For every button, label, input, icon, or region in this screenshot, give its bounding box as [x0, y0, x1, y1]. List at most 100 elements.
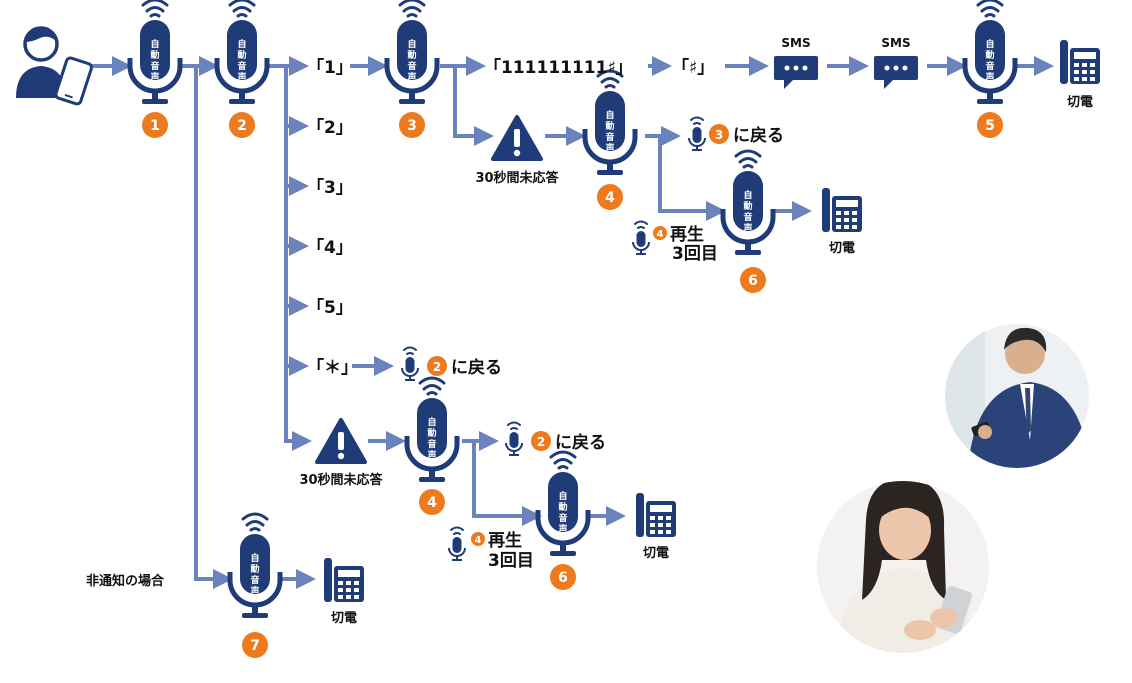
sms-label: SMS	[881, 36, 910, 50]
svg-text:声: 声	[426, 449, 436, 461]
svg-text:音: 音	[605, 131, 614, 143]
person-photo-man	[945, 324, 1089, 468]
svg-text:声: 声	[406, 71, 416, 83]
mic-node-6-lower: 自 動 音 声 6	[538, 452, 588, 590]
hangup-label: 切電	[331, 611, 357, 626]
key-1-label: 「1」	[307, 57, 353, 78]
hash-key-label: 「♯」	[672, 57, 714, 78]
return-label: に戻る	[555, 432, 606, 453]
svg-text:動: 動	[985, 49, 994, 61]
no-answer-node-upper: 30秒間未応答	[475, 115, 560, 186]
mic-node-4-lower: 自 動 音 声 4	[407, 378, 457, 515]
svg-text:音: 音	[150, 60, 159, 72]
svg-text:動: 動	[250, 563, 259, 575]
sms-node-2: SMS	[874, 36, 918, 89]
small-mic-icon	[632, 220, 650, 256]
sms-node-1: SMS	[774, 36, 818, 89]
mic-node-3: 自 動 音 声 3	[387, 0, 437, 138]
svg-text:自: 自	[407, 38, 416, 50]
svg-text:1: 1	[150, 118, 160, 134]
warning-icon	[491, 115, 543, 161]
no-answer-node-lower: 30秒間未応答	[299, 418, 384, 488]
hangup-label: 切電	[1067, 95, 1093, 110]
warning-icon	[315, 418, 367, 464]
svg-text:音: 音	[407, 60, 416, 72]
small-mic-icon	[448, 526, 466, 562]
return-label: に戻る	[733, 125, 784, 146]
no-answer-label: 30秒間未応答	[299, 472, 383, 488]
replay-count-label: 3回目	[672, 244, 718, 264]
mic-label: 自	[150, 38, 159, 50]
svg-text:自: 自	[605, 109, 614, 121]
svg-text:動: 動	[558, 501, 567, 513]
svg-text:音: 音	[743, 211, 752, 223]
return-label: に戻る	[451, 357, 502, 378]
hidden-number-label: 非通知の場合	[86, 573, 165, 589]
small-mic-icon	[401, 346, 419, 382]
speech-bubble-icon	[874, 56, 918, 89]
svg-text:音: 音	[250, 574, 259, 586]
svg-text:音: 音	[985, 60, 994, 72]
svg-text:音: 音	[237, 60, 246, 72]
key-5-label: 「5」	[307, 297, 353, 318]
step-badge	[597, 184, 623, 210]
mic-node-5: 自 動 音 声 5	[965, 0, 1015, 138]
svg-text:声: 声	[249, 585, 259, 597]
step-badge	[419, 489, 445, 515]
svg-text:7: 7	[250, 638, 260, 654]
person-photo-woman	[817, 481, 989, 653]
svg-text:声: 声	[149, 71, 159, 83]
svg-text:動: 動	[150, 49, 159, 61]
replay-note-lower: 4 再生 3回目	[448, 526, 534, 571]
svg-text:音: 音	[558, 512, 567, 524]
return-to-3: 3 に戻る	[688, 116, 784, 152]
small-mic-icon	[505, 421, 523, 457]
svg-text:2: 2	[537, 435, 545, 449]
svg-text:3: 3	[407, 118, 417, 134]
replay-label: 再生	[670, 224, 704, 245]
svg-text:4: 4	[475, 535, 482, 546]
step-badge	[740, 267, 766, 293]
svg-text:3: 3	[715, 128, 723, 142]
hangup-label: 切電	[643, 546, 669, 561]
step-badge	[977, 112, 1003, 138]
svg-text:動: 動	[743, 200, 752, 212]
mic-node-4-upper: 自 動 音 声 4	[585, 71, 635, 210]
svg-text:自: 自	[985, 38, 994, 50]
key-4-label: 「4」	[307, 237, 353, 258]
svg-text:5: 5	[985, 118, 995, 134]
return-to-2-star: 2 に戻る	[401, 346, 502, 382]
svg-text:2: 2	[433, 360, 441, 374]
sms-label: SMS	[781, 36, 810, 50]
no-answer-label: 30秒間未応答	[475, 170, 559, 186]
phone-icon	[324, 558, 364, 602]
small-mic-icon	[688, 116, 706, 152]
svg-text:4: 4	[657, 229, 664, 240]
svg-text:声: 声	[984, 71, 994, 83]
key-3-label: 「3」	[307, 177, 353, 198]
hangup-label: 切電	[829, 241, 855, 256]
step-badge	[142, 112, 168, 138]
svg-text:声: 声	[742, 222, 752, 234]
mic-node-2: 自 動 音 声 2	[217, 0, 267, 138]
step-badge	[550, 564, 576, 590]
return-to-2-noanswer: 2 に戻る	[505, 421, 606, 457]
replay-label: 再生	[488, 530, 522, 551]
svg-text:自: 自	[427, 416, 436, 428]
svg-text:動: 動	[407, 49, 416, 61]
user-phone-icon	[16, 26, 94, 106]
hangup-node-lower: 切電	[636, 493, 676, 561]
svg-text:声: 声	[604, 142, 614, 154]
hangup-node-upper: 切電	[822, 188, 862, 256]
svg-text:6: 6	[558, 570, 568, 586]
svg-text:動: 動	[427, 427, 436, 439]
mic-node-7: 自 動 音 声 7	[230, 514, 280, 658]
key-star-label: 「＊」	[307, 357, 358, 378]
replay-count-label: 3回目	[488, 551, 534, 571]
svg-text:自: 自	[558, 490, 567, 502]
svg-text:自: 自	[743, 189, 752, 201]
svg-text:動: 動	[237, 49, 246, 61]
connector-lines	[92, 56, 1054, 589]
svg-text:4: 4	[605, 190, 615, 206]
